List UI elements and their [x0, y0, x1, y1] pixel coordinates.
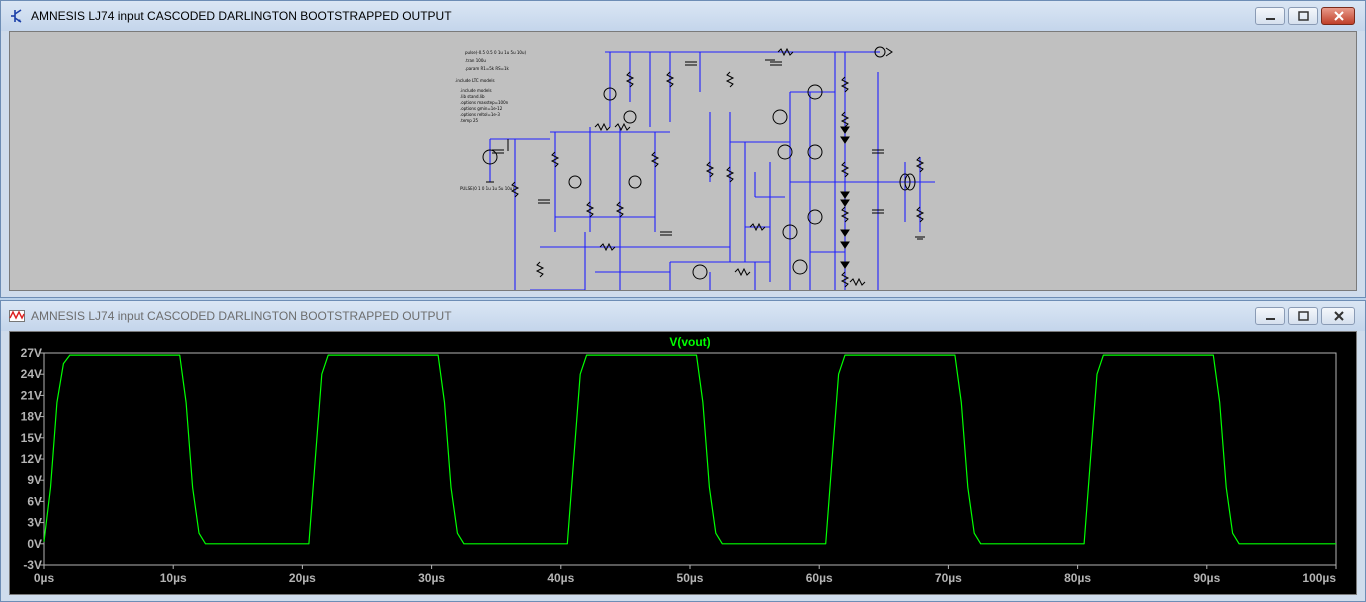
y-tick-label: 6V: [27, 494, 42, 508]
schematic-note: .options gmin=1e-12: [460, 106, 503, 111]
plot-frame: [43, 352, 1337, 566]
waveform-chart: 27V 24V 21V 18V 15V 12V 9V 6V 3V 0V -3V 0µs 10µs 20µ…: [21, 335, 1337, 585]
ltspice-waveform-icon: [9, 310, 25, 322]
y-tick-label: 9V: [27, 473, 42, 487]
y-tick-label: 21V: [21, 388, 42, 402]
minimize-icon: [1266, 18, 1275, 20]
schematic-note: .temp 25: [460, 118, 479, 123]
x-tick-label: 80µs: [1064, 571, 1091, 585]
y-tick-label: 15V: [21, 431, 42, 445]
y-tick-label: 18V: [21, 410, 42, 424]
restore-icon: [1298, 11, 1309, 21]
schematic-note: PULSE(0 1 0 1u 1u 5u 10u): [460, 186, 514, 191]
x-axis: 0µs 10µs 20µs 30µs 40µs 50µs 60µs 70µs 80µs 90µs 1…: [34, 565, 1337, 585]
circuit-diagram: pulse(-0.5 0.5 0 1u 1u 5u 10u) .tran 100…: [455, 46, 935, 290]
y-axis: 27V 24V 21V 18V 15V 12V 9V 6V 3V 0V -3V: [21, 346, 44, 572]
schematic-canvas[interactable]: pulse(-0.5 0.5 0 1u 1u 5u 10u) .tran 100…: [9, 31, 1357, 291]
x-tick-label: 0µs: [34, 571, 55, 585]
y-tick-label: 12V: [21, 452, 42, 466]
schematic-note: .options reltol=1e-3: [460, 112, 500, 117]
minimize-icon: [1266, 318, 1275, 320]
schematic-titlebar[interactable]: AMNESIS LJ74 input CASCODED DARLINGTON B…: [1, 1, 1365, 31]
plot-titlebar[interactable]: AMNESIS LJ74 input CASCODED DARLINGTON B…: [1, 301, 1365, 331]
schematic-notes: pulse(-0.5 0.5 0 1u 1u 5u 10u) .tran 100…: [455, 50, 526, 191]
restore-icon: [1298, 311, 1309, 321]
circuit-wires: [489, 51, 935, 290]
trace-label-vout[interactable]: V(vout): [669, 335, 710, 349]
y-tick-label: 27V: [21, 346, 42, 360]
schematic-restore-button[interactable]: [1288, 7, 1318, 25]
schematic-window: AMNESIS LJ74 input CASCODED DARLINGTON B…: [0, 0, 1366, 298]
y-tick-label: 3V: [27, 516, 42, 530]
x-tick-label: 70µs: [935, 571, 962, 585]
plot-restore-button[interactable]: [1288, 307, 1318, 325]
x-tick-label: 90µs: [1193, 571, 1220, 585]
y-tick-label: -3V: [23, 558, 42, 572]
x-tick-label: 10µs: [160, 571, 187, 585]
plot-minimize-button[interactable]: [1255, 307, 1285, 325]
series-line-vout: [43, 354, 1336, 545]
y-tick-label: 0V: [27, 537, 42, 551]
plot-border: [43, 352, 1337, 566]
ltspice-schematic-icon: [11, 9, 22, 23]
close-icon: [1334, 11, 1344, 21]
schematic-note: .include models: [460, 88, 492, 93]
waveform-plot[interactable]: 27V 24V 21V 18V 15V 12V 9V 6V 3V 0V -3V 0µs 10µs 20µ…: [9, 331, 1357, 595]
x-tick-label: 20µs: [289, 571, 316, 585]
y-tick-label: 24V: [21, 367, 42, 381]
schematic-note: .lib stand.lib: [460, 94, 485, 99]
schematic-window-title: AMNESIS LJ74 input CASCODED DARLINGTON B…: [31, 9, 452, 23]
x-tick-label: 30µs: [418, 571, 445, 585]
close-icon: [1334, 311, 1344, 321]
plot-window: AMNESIS LJ74 input CASCODED DARLINGTON B…: [0, 300, 1366, 602]
x-tick-label: 50µs: [677, 571, 704, 585]
x-tick-label: 40µs: [547, 571, 574, 585]
schematic-note: .tran 100u: [465, 58, 486, 63]
schematic-close-button[interactable]: [1321, 7, 1355, 25]
schematic-minimize-button[interactable]: [1255, 7, 1285, 25]
schematic-note: .include LTC models: [455, 78, 495, 83]
x-tick-label: 100µs: [1302, 571, 1336, 585]
plot-window-title: AMNESIS LJ74 input CASCODED DARLINGTON B…: [31, 309, 452, 323]
series-layer: [43, 354, 1336, 545]
x-tick-label: 60µs: [806, 571, 833, 585]
schematic-note: .param R1=5k RS=1k: [465, 66, 510, 71]
schematic-note: pulse(-0.5 0.5 0 1u 1u 5u 10u): [465, 50, 526, 55]
plot-close-button[interactable]: [1321, 307, 1355, 325]
schematic-note: .options maxstep=100n: [460, 100, 509, 105]
circuit-components: [482, 46, 925, 288]
